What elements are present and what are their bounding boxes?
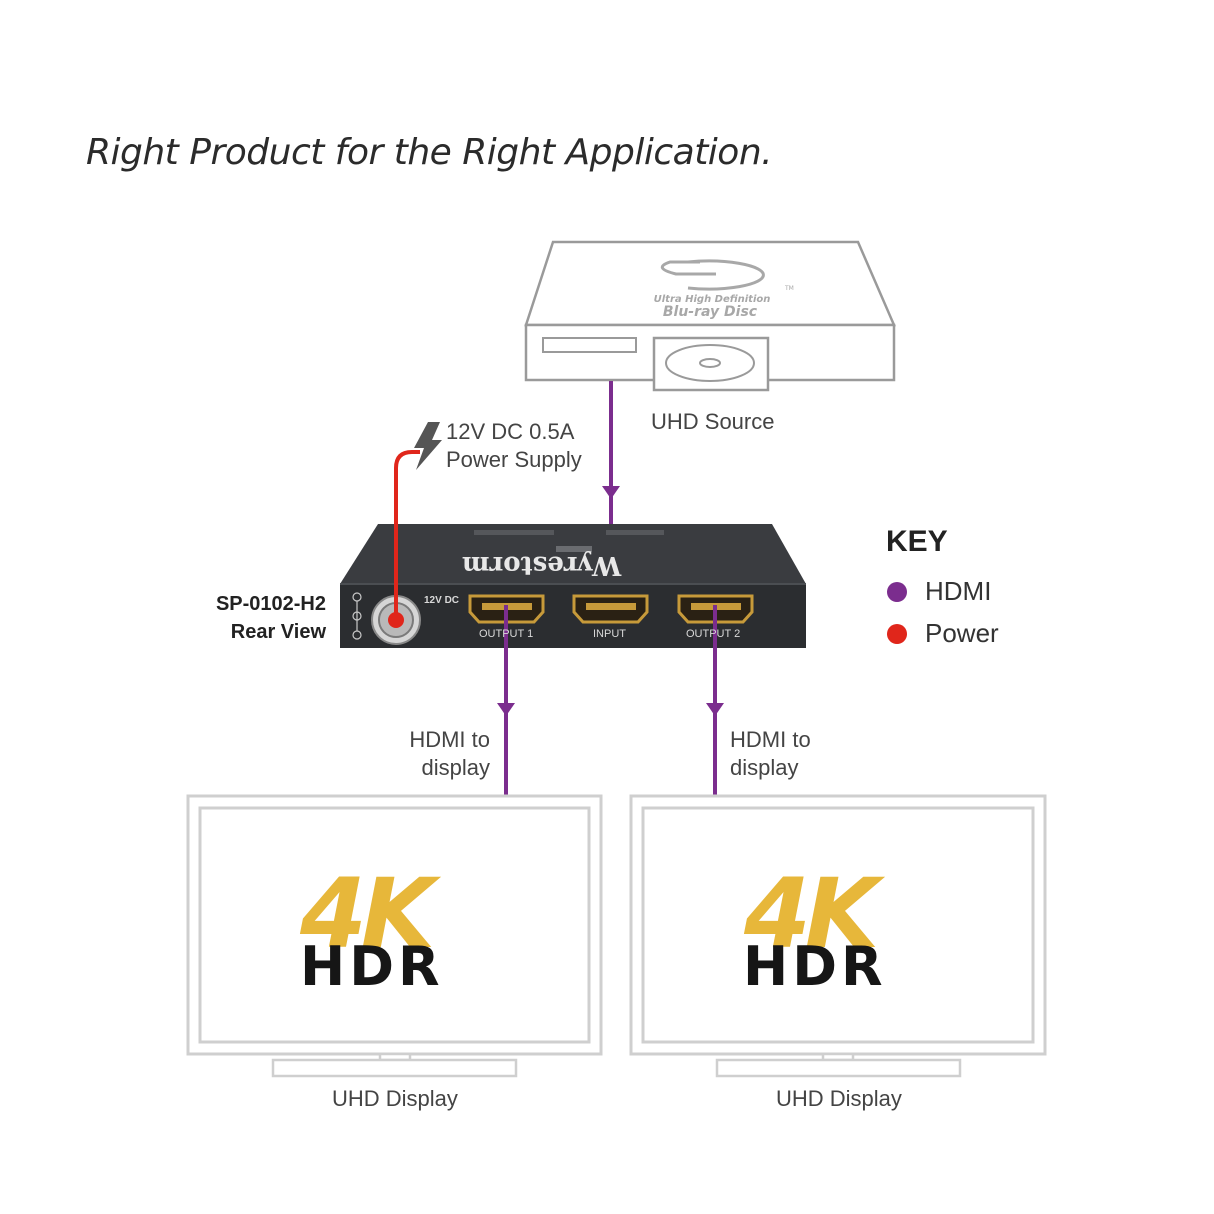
badge-hdr-display-2: HDR xyxy=(743,935,887,998)
page-heading: Right Product for the Right Application. xyxy=(86,132,773,173)
source-label: UHD Source xyxy=(651,409,775,434)
cable-caption-line1: HDMI to xyxy=(730,727,811,752)
display-label-2: UHD Display xyxy=(776,1086,902,1111)
key-item-power: Power xyxy=(887,618,999,649)
device-model-label: SP-0102-H2 Rear View xyxy=(190,590,326,646)
cable-caption-output-2: HDMI to display xyxy=(730,726,811,782)
bluray-logo-line2: Blu-ray Disc xyxy=(663,304,758,320)
badge-4k-display-2: 4K xyxy=(744,858,879,970)
power-supply-line2: Power Supply xyxy=(446,447,582,472)
key-item-hdmi: HDMI xyxy=(887,576,991,607)
cable-caption-output-1: HDMI to display xyxy=(395,726,490,782)
dc-jack-label: 12V DC xyxy=(424,595,460,606)
key-item-label: HDMI xyxy=(925,576,992,606)
bluray-logo-tm: TM xyxy=(784,285,794,292)
port-label-output-2: OUTPUT 2 xyxy=(686,628,741,640)
device-brand-logo: Wyrestorm xyxy=(462,550,622,580)
cable-caption-line2: display xyxy=(730,755,799,780)
hdmi-port-input xyxy=(572,594,649,624)
bluray-player: Ultra High Definition Blu-ray Disc TM xyxy=(524,240,896,392)
power-cable xyxy=(394,450,420,618)
key-item-label: Power xyxy=(925,618,999,648)
dc-power-jack xyxy=(371,595,421,645)
splitter-device xyxy=(340,524,806,648)
cable-caption-line2: display xyxy=(421,755,490,780)
device-model: SP-0102-H2 xyxy=(215,593,326,615)
polarity-icon xyxy=(352,592,362,640)
hdmi-cable-output-1 xyxy=(497,605,515,795)
port-label-input: INPUT xyxy=(593,628,626,640)
uhd-display-1 xyxy=(186,794,603,1078)
display-label-1: UHD Display xyxy=(332,1086,458,1111)
uhd-display-2 xyxy=(629,794,1047,1078)
bluray-logo: Ultra High Definition Blu-ray Disc TM xyxy=(654,259,794,320)
power-supply-label: 12V DC 0.5A Power Supply xyxy=(446,418,582,474)
power-color-dot xyxy=(887,623,907,644)
hdmi-color-dot xyxy=(887,581,907,602)
device-view: Rear View xyxy=(230,621,326,643)
badge-hdr-display-1: HDR xyxy=(300,935,444,998)
bluray-logo-line1: Ultra High Definition xyxy=(654,294,771,305)
cable-caption-line1: HDMI to xyxy=(409,727,490,752)
hdmi-cable-output-2 xyxy=(706,605,724,795)
lightning-bolt-icon xyxy=(414,422,442,470)
badge-4k-display-1: 4K xyxy=(300,858,435,970)
port-label-output-1: OUTPUT 1 xyxy=(479,628,534,640)
power-supply-line1: 12V DC 0.5A xyxy=(446,419,575,444)
key-title: KEY xyxy=(886,525,948,558)
